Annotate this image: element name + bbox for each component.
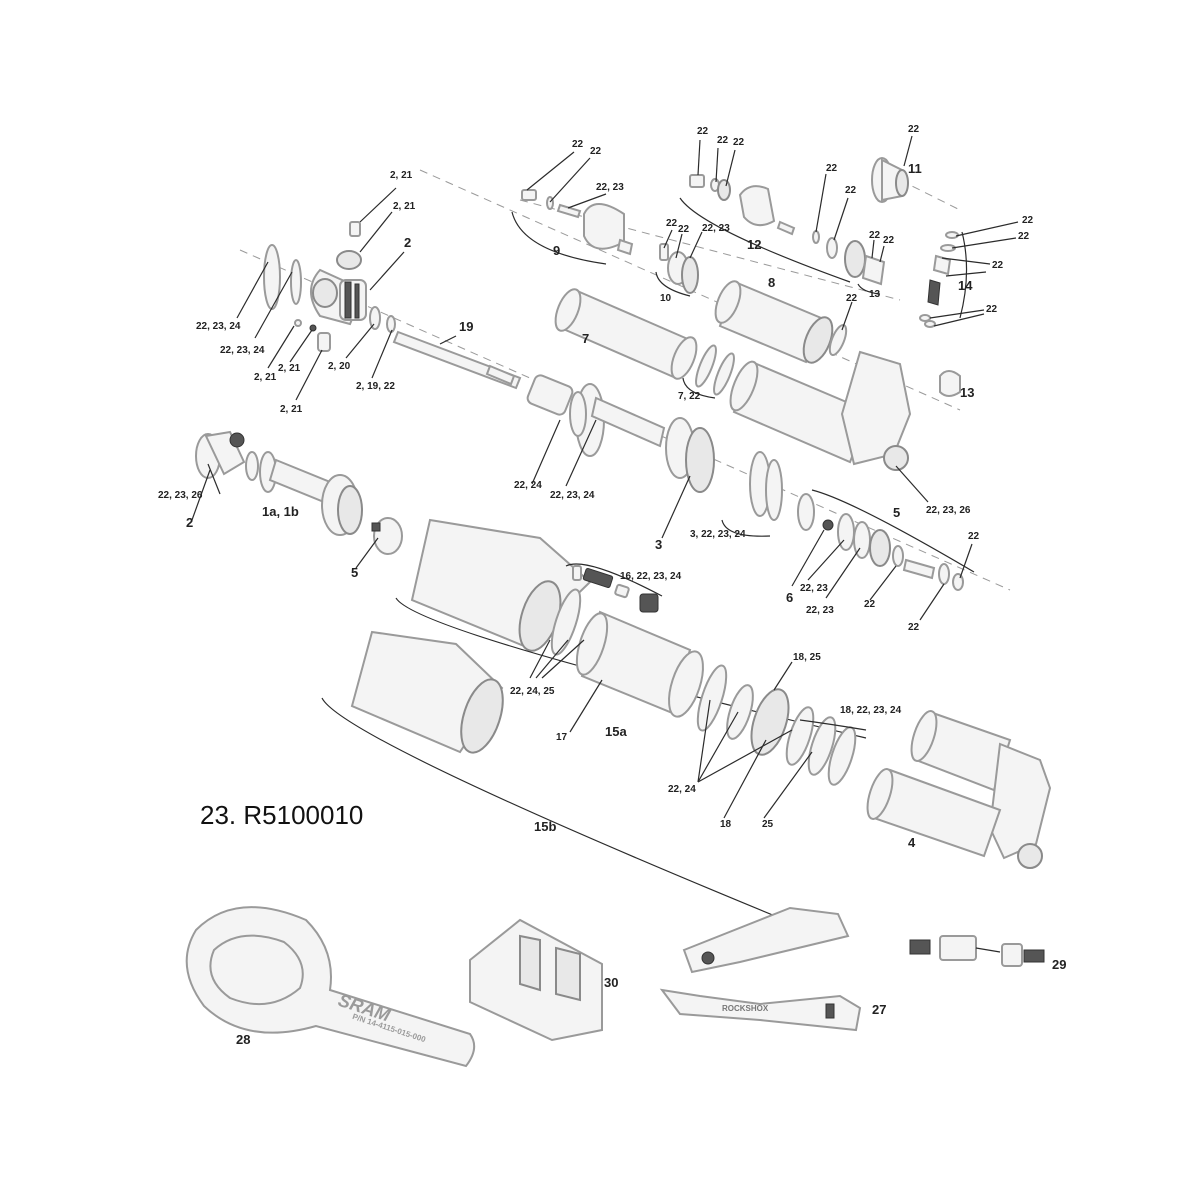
kit-caption: 23. R5100010	[200, 800, 364, 830]
label-22-23-24-b: 22, 23, 24	[220, 345, 265, 356]
label-12: 12	[747, 237, 762, 252]
label-22-m: 22	[1022, 215, 1034, 226]
label-22-r: 22	[864, 599, 876, 610]
label-3-22-23-24: 3, 22, 23, 24	[690, 529, 746, 540]
part-2-upper-eyelet	[263, 221, 396, 352]
label-15a: 15a	[605, 724, 627, 739]
part-14	[919, 231, 968, 328]
label-22-g: 22	[733, 137, 745, 148]
label-7: 7	[582, 331, 590, 346]
label-2-21-e: 2, 21	[280, 404, 303, 415]
label-1a-1b: 1a, 1b	[262, 504, 299, 519]
label-22-23-26-b: 22, 23, 26	[926, 505, 971, 516]
label-22-n: 22	[1018, 231, 1030, 242]
label-22-24-b: 22, 24	[668, 784, 696, 795]
label-22-b: 22	[590, 146, 602, 157]
part-15a-air-can	[395, 518, 867, 739]
label-13-b: 13	[960, 385, 975, 400]
label-13-a: 13	[869, 289, 881, 300]
label-29: 29	[1052, 957, 1067, 972]
tool-29-adapter	[909, 935, 1045, 967]
part-19-shaft	[392, 330, 522, 390]
label-30: 30	[604, 975, 619, 990]
label-22-h: 22	[826, 163, 838, 174]
label-7-22: 7, 22	[678, 391, 701, 402]
label-22-e: 22	[697, 126, 709, 137]
label-27: 27	[872, 1002, 887, 1017]
part-17	[575, 610, 867, 786]
tool-28-wrench	[185, 906, 476, 1068]
label-17: 17	[556, 732, 568, 743]
label-2-21-c: 2, 21	[254, 372, 277, 383]
label-28: 28	[236, 1032, 251, 1047]
label-2-20: 2, 20	[328, 361, 351, 372]
label-16-22-23-24: 16, 22, 23, 24	[620, 571, 682, 582]
pump-brand-text: ROCKSHOX	[722, 1004, 769, 1013]
label-2-19-22: 2, 19, 22	[356, 381, 395, 392]
label-19: 19	[459, 319, 474, 334]
label-5-b: 5	[893, 505, 901, 520]
label-22-f: 22	[717, 135, 729, 146]
label-22-24-25: 22, 24, 25	[510, 686, 555, 697]
label-22-p: 22	[986, 304, 998, 315]
label-2-21-a: 2, 21	[390, 170, 413, 181]
part-13-upper	[857, 254, 886, 295]
part-3	[665, 417, 783, 537]
label-18-22-23-24: 18, 22, 23, 24	[840, 705, 902, 716]
label-22-q: 22	[846, 293, 858, 304]
leader-lines	[191, 135, 1019, 819]
part-main-body	[729, 350, 961, 471]
part-5-right	[797, 489, 975, 591]
label-9: 9	[553, 243, 561, 258]
label-22-c: 22	[666, 218, 678, 229]
label-22-i: 22	[845, 185, 857, 196]
label-4: 4	[908, 835, 916, 850]
label-2-21-d: 2, 21	[278, 363, 301, 374]
label-22-23-24-a: 22, 23, 24	[196, 321, 241, 332]
label-22-d: 22	[678, 224, 690, 235]
part-damper-body	[526, 374, 666, 457]
label-22-l: 22	[908, 124, 920, 135]
label-22-23-24-c: 22, 23, 24	[550, 490, 595, 501]
label-18-25: 18, 25	[793, 652, 821, 663]
label-6: 6	[786, 590, 794, 605]
part-16	[565, 563, 663, 613]
label-22-23-26-a: 22, 23, 26	[158, 490, 203, 501]
label-22-j: 22	[869, 230, 881, 241]
label-15b: 15b	[534, 819, 557, 834]
label-25: 25	[762, 819, 774, 830]
label-8: 8	[768, 275, 776, 290]
label-22-23-a: 22, 23	[596, 182, 624, 193]
label-22-23-d: 22, 23	[806, 605, 834, 616]
part-4-complete-shock	[866, 710, 1052, 869]
part-8	[714, 280, 848, 364]
label-2-top: 2	[404, 235, 412, 250]
label-22-o: 22	[992, 260, 1004, 271]
label-22-23-b: 22, 23	[702, 223, 730, 234]
part-15b-air-can	[321, 630, 781, 919]
label-5-a: 5	[351, 565, 359, 580]
part-1a-1b-assembly	[195, 430, 403, 555]
label-22-23-c: 22, 23	[800, 583, 828, 594]
label-18: 18	[720, 819, 732, 830]
part-12	[679, 174, 866, 283]
part-7-air-can	[554, 288, 735, 399]
label-22-s: 22	[908, 622, 920, 633]
label-22-24-a: 22, 24	[514, 480, 542, 491]
tool-30-block	[469, 918, 603, 1042]
part-11	[871, 157, 909, 203]
label-14: 14	[958, 278, 973, 293]
tool-27-shock-pump-handles	[659, 906, 862, 1032]
label-22-a: 22	[572, 139, 584, 150]
label-3: 3	[655, 537, 663, 552]
label-11: 11	[908, 161, 922, 176]
label-2-bottom: 2	[186, 515, 194, 530]
label-22-t: 22	[968, 531, 980, 542]
label-2-21-b: 2, 21	[393, 201, 416, 212]
part-9	[511, 189, 634, 265]
label-22-k: 22	[883, 235, 895, 246]
label-10: 10	[660, 293, 672, 304]
